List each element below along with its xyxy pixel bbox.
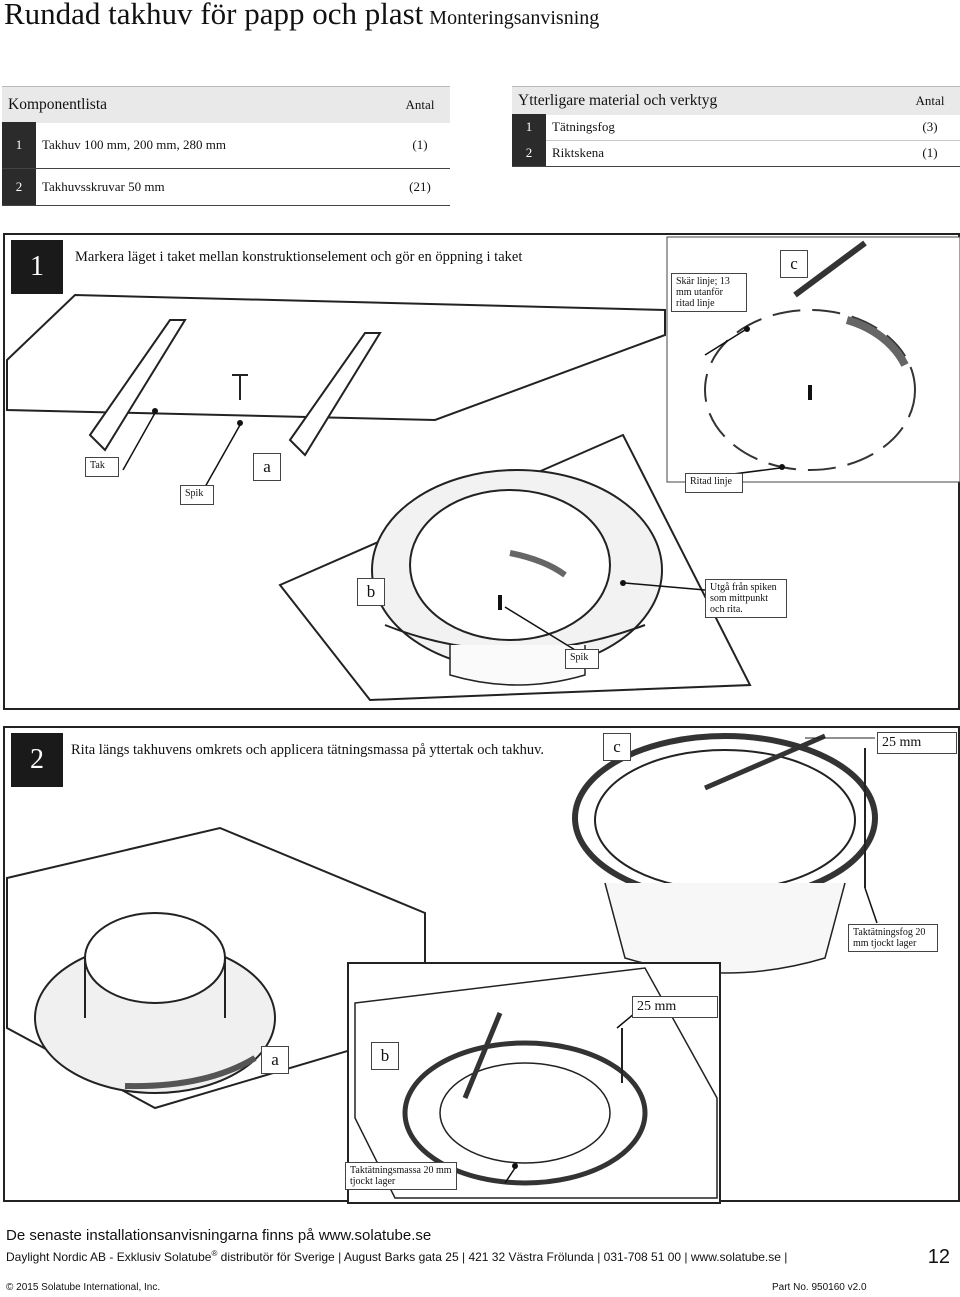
step-2-instruction: Rita längs takhuvens omkrets och applice… — [71, 742, 544, 758]
component-list: Komponentlista Antal 1 Takhuv 100 mm, 20… — [2, 86, 450, 206]
footer-phone: 031-708 51 00 — [603, 1250, 682, 1264]
step-1-illustration — [6, 236, 960, 702]
materials-row: 1 Tätningsfog (3) — [512, 114, 960, 141]
footer-contact-line: Daylight Nordic AB - Exklusiv Solatube® … — [6, 1249, 787, 1264]
footer-part-number: Part No. 950160 v2.0 — [772, 1282, 867, 1293]
materials-row: 2 Riktskena (1) — [512, 140, 960, 167]
figure-label-a: a — [253, 453, 281, 481]
component-number: 2 — [2, 169, 36, 205]
component-qty: (1) — [412, 137, 428, 152]
step-2-illustration — [6, 733, 878, 1204]
callout-25mm-top: 25 mm — [877, 732, 957, 754]
footer-company: Daylight Nordic AB - Exklusiv Solatube — [6, 1250, 212, 1264]
callout-drawn-line: Ritad linje — [685, 473, 743, 493]
component-row: 1 Takhuv 100 mm, 200 mm, 280 mm (1) — [2, 122, 450, 169]
title-text: Rundad takhuv för papp och plast — [4, 0, 424, 31]
figure-label-c: c — [603, 733, 631, 761]
callout-start-from-nail: Utgå från spiken som mittpunkt och rita. — [705, 579, 787, 618]
footer-address: August Barks gata 25 — [343, 1250, 459, 1264]
callout-cut-line: Skär linje; 13 mm utanför ritad linje — [671, 273, 747, 312]
component-name: Takhuv 100 mm, 200 mm, 280 mm — [42, 137, 226, 152]
step-1-number: 1 — [11, 240, 63, 294]
callout-roof: Tak — [85, 457, 119, 477]
page-number: 12 — [927, 1246, 950, 1268]
step-2-number: 2 — [11, 733, 63, 787]
footer-separator: | — [338, 1250, 342, 1264]
step-1-panel: 1 Markera läget i taket mellan konstrukt… — [3, 233, 960, 710]
component-qty-header: Antal — [405, 97, 435, 112]
footer-copyright: © 2015 Solatube International, Inc. — [6, 1282, 161, 1293]
materials-header: Ytterligare material och verktyg Antal — [512, 86, 960, 115]
callout-25mm-mid: 25 mm — [632, 996, 718, 1018]
step-1-instruction: Markera läget i taket mellan konstruktio… — [75, 249, 523, 265]
component-number: 1 — [2, 122, 36, 168]
materials-qty: (3) — [922, 119, 938, 134]
footer-website-link[interactable]: www.solatube.se — [690, 1250, 781, 1264]
materials-name: Tätningsfog — [552, 119, 615, 134]
component-list-title: Komponentlista — [8, 96, 108, 113]
component-list-header: Komponentlista Antal — [2, 86, 450, 123]
component-qty: (21) — [409, 179, 431, 194]
figure-label-c: c — [780, 250, 808, 278]
materials-qty: (1) — [922, 145, 938, 160]
callout-sealant-fog: Taktätningsfog 20 mm tjockt lager — [848, 924, 938, 952]
component-row: 2 Takhuvsskruvar 50 mm (21) — [2, 168, 450, 206]
materials-number: 1 — [512, 114, 546, 140]
page-subtitle: Monteringsanvisning — [429, 7, 600, 29]
callout-nail-top: Spik — [180, 485, 214, 505]
figure-label-a: a — [261, 1046, 289, 1074]
materials-title: Ytterligare material och verktyg — [518, 92, 718, 109]
figure-label-b: b — [357, 578, 385, 606]
footer-latest-link[interactable]: De senaste installationsanvisningarna fi… — [6, 1227, 432, 1244]
footer-separator: | — [597, 1250, 601, 1264]
component-name: Takhuvsskruvar 50 mm — [42, 179, 165, 194]
materials-name: Riktskena — [552, 145, 604, 160]
materials-list: Ytterligare material och verktyg Antal 1… — [512, 86, 960, 168]
footer-separator: | — [461, 1250, 466, 1264]
figure-label-b: b — [371, 1042, 399, 1070]
callout-sealant-mass: Taktätningsmassa 20 mm tjockt lager — [345, 1162, 457, 1190]
footer-distributor: distributör för Sverige — [217, 1250, 335, 1264]
step-2-panel: 2 Rita längs takhuvens omkrets och appli… — [3, 726, 960, 1204]
footer-reg-mark: ® — [211, 1249, 218, 1258]
footer-separator: | — [684, 1250, 688, 1264]
footer-separator: | — [784, 1250, 788, 1264]
materials-qty-header: Antal — [915, 93, 945, 108]
callout-nail-bottom: Spik — [565, 649, 599, 669]
footer-zip: 421 32 Västra Frölunda — [468, 1250, 594, 1264]
materials-number: 2 — [512, 140, 546, 166]
